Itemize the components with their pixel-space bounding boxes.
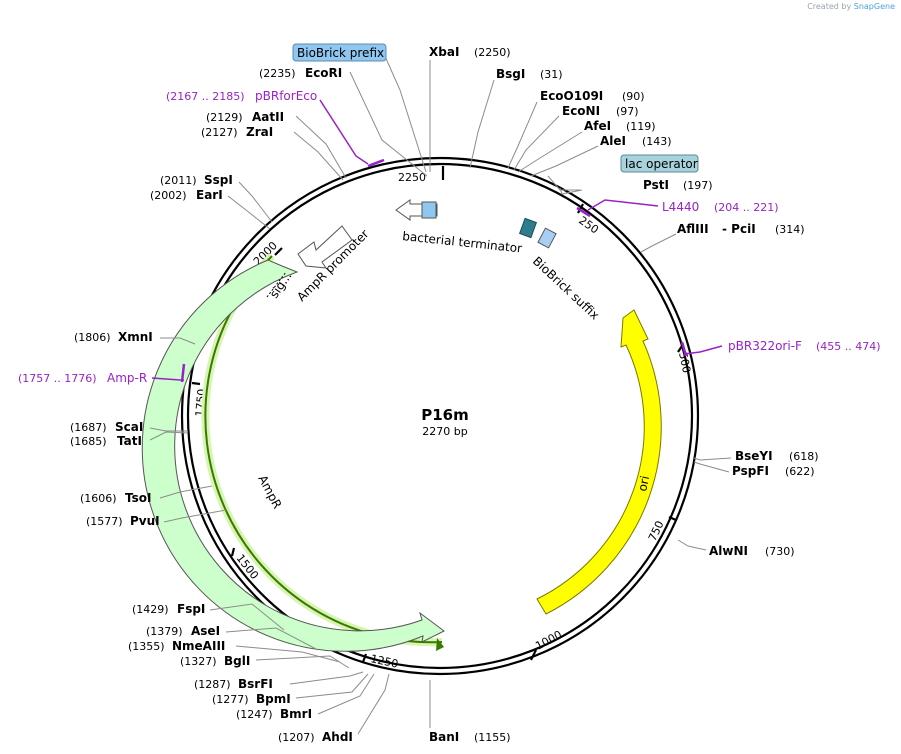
lac-operator-label: lac operator — [625, 157, 698, 171]
credit-prefix: Created by — [807, 2, 852, 11]
site-xbai: XbaI — [429, 45, 459, 59]
site-eari: EarI — [196, 188, 223, 202]
bacterial-terminator-label: bacterial terminator — [402, 229, 523, 255]
site-ahdi-pos: (1207) — [278, 731, 315, 744]
site-alei: AleI — [600, 134, 626, 148]
ampr-label: AmpR — [255, 473, 284, 511]
plasmid-length: 2270 bp — [422, 425, 467, 438]
site-bgli: BglI — [224, 654, 250, 668]
site-nmeaiii-pos: (1355) — [128, 640, 165, 653]
site-xbai-pos: (2250) — [474, 46, 511, 59]
site-zrai-pos: (2127) — [201, 126, 238, 139]
site-pvui: PvuI — [130, 514, 160, 528]
site-bsgi: BsgI — [496, 67, 525, 81]
biobrick-suffix-feature: BioBrick suffix — [518, 217, 602, 322]
site-econi-pos: (97) — [616, 105, 639, 118]
site-bgli-pos: (1327) — [180, 655, 217, 668]
site-ecoo109i: EcoO109I — [540, 89, 603, 103]
site-scai: ScaI — [115, 420, 143, 434]
site-afei-pos: (119) — [626, 120, 656, 133]
credit-brand: SnapGene — [853, 2, 895, 11]
biobrick-prefix-tag: BioBrick prefix — [292, 43, 387, 62]
ori-label: ori — [635, 474, 652, 492]
tick-250: 250 — [576, 214, 601, 237]
site-afei: AfeI — [584, 119, 611, 133]
site-xmni: XmnI — [118, 330, 153, 344]
site-tati-pos: (1685) — [70, 435, 107, 448]
site-afliii: AflIII — [677, 222, 709, 236]
tick-1250: 1250 — [369, 652, 399, 671]
site-psti: PstI — [643, 178, 669, 192]
primer-pbrforeco-pos: (2167 .. 2185) — [166, 90, 245, 103]
site-eari-pos: (2002) — [150, 189, 187, 202]
site-scai-pos: (1687) — [70, 421, 107, 434]
biobrick-prefix-label: BioBrick prefix — [297, 46, 384, 60]
site-fspi-pos: (1429) — [132, 603, 169, 616]
scale-ticks — [191, 166, 683, 663]
site-bpmi: BpmI — [256, 692, 291, 706]
site-econi: EcoNI — [562, 104, 600, 118]
site-leader-lines — [149, 53, 732, 735]
site-psti-pos: (197) — [683, 179, 713, 192]
site-bmri-pos: (1247) — [236, 708, 273, 721]
backbone — [180, 156, 700, 676]
site-ahdi: AhdI — [322, 730, 353, 744]
primer-pbrforeco-name: pBRforEco — [255, 89, 317, 103]
primer-l4440-name: L4440 — [662, 200, 699, 214]
site-alwni-pos: (730) — [765, 545, 795, 558]
lac-operator-tag: lac operator — [620, 154, 699, 173]
site-ecoo109i-pos: (90) — [622, 90, 645, 103]
site-bseyi: BseYI — [735, 449, 773, 463]
site-fspi: FspI — [177, 602, 205, 616]
primer-l4440-pos: (204 .. 221) — [714, 201, 779, 214]
site-xmni-pos: (1806) — [74, 331, 111, 344]
primer-ampr-name: Amp-R — [107, 371, 147, 385]
site-ecori: EcoRI — [305, 66, 342, 80]
ampr-promoter-feature: AmpR promoter — [294, 225, 372, 304]
site-sspi: SspI — [204, 173, 233, 187]
site-pcii-name: PciI — [731, 222, 756, 236]
site-ecori-pos: (2235) — [259, 67, 296, 80]
site-bsrfi-pos: (1287) — [194, 678, 231, 691]
primers — [151, 99, 723, 383]
primer-pbr322ori-pos: (455 .. 474) — [816, 340, 881, 353]
biobrick-suffix-label: BioBrick suffix — [530, 254, 602, 322]
primer-pbr322ori-name: pBR322ori-F — [728, 339, 802, 353]
site-bani-pos: (1155) — [474, 731, 511, 744]
site-bani: BanI — [429, 730, 459, 744]
site-sspi-pos: (2011) — [160, 174, 197, 187]
site-tsoi: TsoI — [125, 491, 151, 505]
site-aatii-pos: (2129) — [206, 111, 243, 124]
site-pvui-pos: (1577) — [86, 515, 123, 528]
bacterial-terminator-feature: bacterial terminator — [395, 199, 523, 256]
site-bsrfi: BsrFI — [238, 677, 273, 691]
site-afliii-pos: (314) — [775, 223, 805, 236]
site-labels: XbaI (2250) BsgI (31) EcoO109I (90) EcoN… — [70, 45, 819, 744]
tick-2250: 2250 — [398, 171, 426, 184]
site-bpmi-pos: (1277) — [212, 693, 249, 706]
site-bmri: BmrI — [280, 707, 312, 721]
site-asei: AseI — [191, 624, 220, 638]
primer-ampr-pos: (1757 .. 1776) — [18, 372, 97, 385]
site-bseyi-pos: (618) — [789, 450, 819, 463]
site-pspfi: PspFI — [732, 464, 769, 478]
site-pspfi-pos: (622) — [785, 465, 815, 478]
site-zrai: ZraI — [246, 125, 273, 139]
site-nmeaiii: NmeAIII — [172, 639, 225, 653]
site-asei-pos: (1379) — [146, 625, 183, 638]
site-tsoi-pos: (1606) — [80, 492, 117, 505]
site-tati: TatI — [117, 434, 142, 448]
plasmid-name: P16m — [421, 406, 469, 424]
snapgene-credit: Created by SnapGene — [807, 2, 895, 11]
site-alwni: AlwNI — [709, 544, 748, 558]
tick-500: 500 — [676, 351, 693, 374]
site-alei-pos: (143) — [642, 135, 672, 148]
site-aatii: AatII — [252, 110, 284, 124]
site-pcii: - PciI — [722, 222, 756, 236]
ori-feature: ori — [536, 309, 662, 615]
primer-labels: (2167 .. 2185) pBRforEco L4440 (204 .. 2… — [18, 89, 881, 385]
site-bsgi-pos: (31) — [540, 68, 563, 81]
ampr-feature: AmpR sig... — [141, 253, 445, 652]
